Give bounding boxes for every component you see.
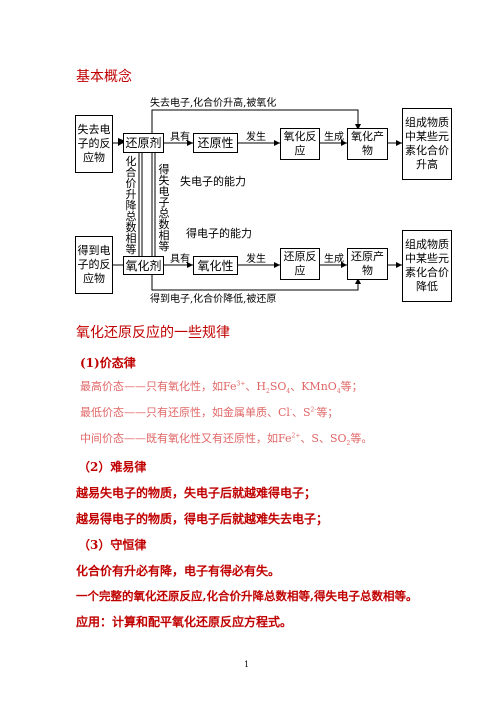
concept-diagram-lines [113,109,402,291]
box-reducibility: 还原性 [193,133,238,153]
valence-rule-heading: (1)价态律 [80,356,136,370]
ease-rule-heading: （2）难易律 [78,460,147,474]
ease-line-1: 越易失电子的物质，失电子后就越难得电子； [76,486,317,500]
vertical-valence-label: 化合价升降总数相等 [125,155,137,256]
page-title: 基本概念 [76,69,132,85]
box-element-fall: 组成物质中某些元素化合价降低 [402,230,452,302]
generate-label-top: 生成 [324,132,344,143]
ease-line-2: 越易得电子的物质，得电子后就越难失去电子； [76,512,329,526]
box-element-rise: 组成物质中某些元素化合价升高 [402,108,452,180]
box-reduction-product: 还原产物 [347,248,388,280]
box-oxidizing-agent: 氧化剂 [123,256,164,275]
valence-highest-line: 最高价态——只有氧化性，如Fe3+、H2SO4、KMnO4等； [80,380,363,396]
section-title: 氧化还原反应的一些规律 [76,325,230,341]
vertical-electron-label: 得失电子总数相等 [158,163,170,253]
gain-ability-label: 得电子的能力 [186,227,252,240]
box-reduction-reaction: 还原反应 [280,248,320,280]
box-oxidizability: 氧化性 [193,256,238,275]
has-label-top: 具有 [170,132,190,143]
conservation-line-2: 一个完整的氧化还原反应,化合价升降总数相等,得失电子总数相等。 [76,589,418,603]
generate-label-bottom: 生成 [324,254,344,265]
occurs-label-top: 发生 [246,132,266,143]
box-gain-electrons: 得到电子的反应物 [75,236,113,294]
valence-lowest-line: 最低价态——只有还原性，如金属单质、Cl-、S2-等； [80,406,339,419]
bottom-edge-label: 得到电子,化合价降低,被还原 [150,294,277,305]
conservation-line-1: 化合价有升必有降，电子有得必有失。 [76,564,281,578]
top-edge-label: 失去电子,化合价升高,被氧化 [150,98,277,109]
conservation-line-3: 应用：计算和配平氧化还原反应方程式。 [76,615,293,629]
box-oxidation-product: 氧化产物 [347,128,388,160]
box-reducing-agent: 还原剂 [123,133,164,153]
valence-middle-line: 中间价态——既有氧化性又有还原性，如Fe2+、S、SO2等。 [80,432,373,448]
has-label-bottom: 具有 [170,254,190,265]
box-oxidation-reaction: 氧化反应 [280,128,320,160]
box-lose-electrons: 失去电子的反应物 [75,115,113,173]
occurs-label-bottom: 发生 [246,254,266,265]
conservation-rule-heading: （3）守恒律 [78,538,147,552]
page-number: 1 [244,660,250,669]
lose-ability-label: 失电子的能力 [180,175,246,188]
